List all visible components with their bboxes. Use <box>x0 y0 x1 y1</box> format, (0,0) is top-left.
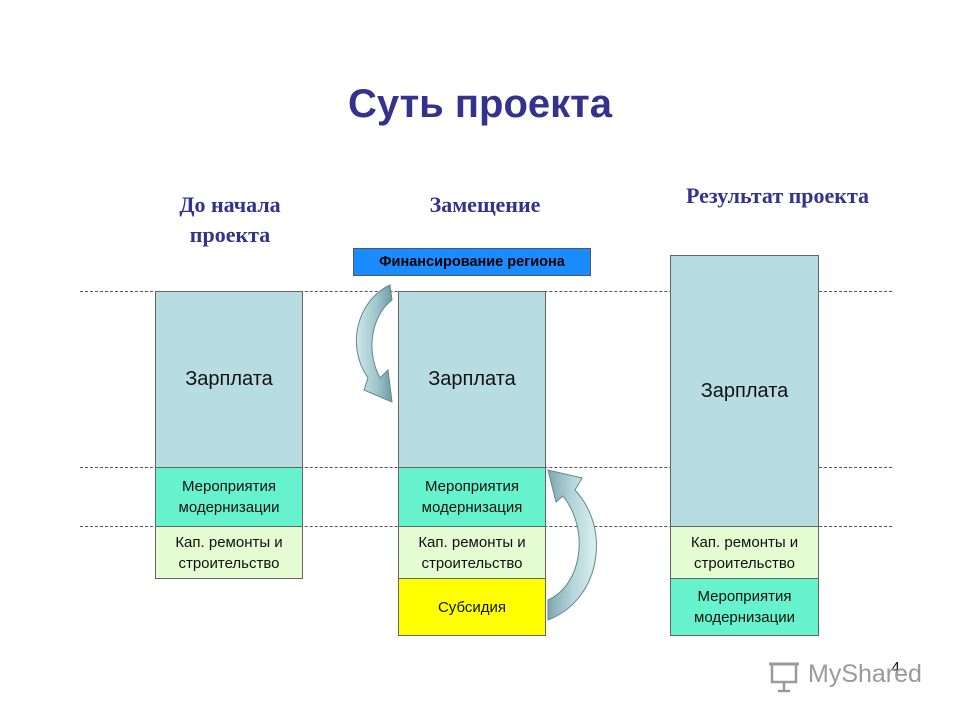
block-capital-replacement: Кап. ремонты и строительство <box>398 526 546 579</box>
column-header-replacement: Замещение <box>429 192 541 217</box>
block-modernization-before-label: Мероприятия модернизации <box>178 478 280 516</box>
block-subsidy-label: Субсидия <box>437 598 507 616</box>
watermark-logo: MyShared <box>768 658 938 694</box>
arrow-funding-to-salary-icon <box>355 284 393 403</box>
funding-region-text: Финансирование региона <box>379 254 565 270</box>
block-salary-replacement: Зарплата <box>398 291 546 468</box>
block-capital-replacement-label: Кап. ремонты и строительство <box>418 533 526 572</box>
column-header-result: Результат проекта <box>685 183 870 208</box>
block-subsidy: Субсидия <box>398 578 546 636</box>
block-modernization-result-label: Мероприятия модернизации <box>694 588 795 626</box>
block-salary-replacement-label: Зарплата <box>428 368 516 390</box>
column-header-before: До начала проекта <box>179 192 281 247</box>
watermark-text: MyShared <box>808 660 922 688</box>
funding-region-label: Финансирование региона <box>353 248 591 276</box>
block-modernization-result: Мероприятия модернизации <box>670 578 819 636</box>
block-capital-result-label: Кап. ремонты и строительство <box>690 533 799 572</box>
block-capital-before: Кап. ремонты и строительство <box>155 526 303 579</box>
block-capital-before-label: Кап. ремонты и строительство <box>175 533 283 572</box>
block-modernization-replacement: Мероприятия модернизация <box>398 467 546 527</box>
arrow-subsidy-to-modernization-icon <box>547 469 597 621</box>
block-salary-result: Зарплата <box>670 255 819 527</box>
page-number: 4 <box>891 660 900 677</box>
block-salary-result-label: Зарплата <box>700 379 789 402</box>
block-salary-before-label: Зарплата <box>185 368 273 390</box>
slide-title: Суть проекта <box>347 82 613 126</box>
presentation-icon <box>769 662 799 693</box>
block-modernization-replacement-label: Мероприятия модернизация <box>421 478 523 516</box>
